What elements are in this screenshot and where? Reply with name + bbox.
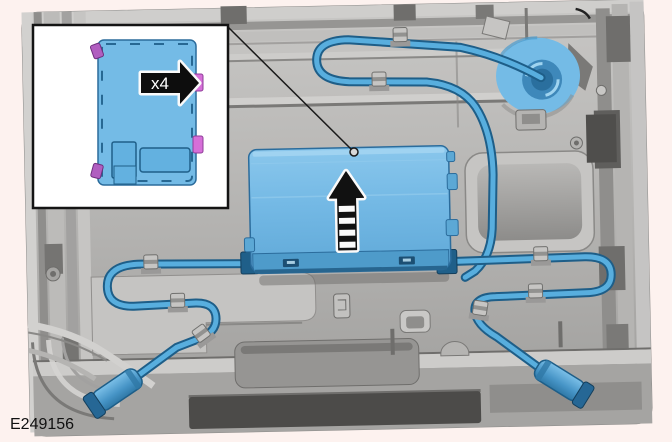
x4-arrow-icon: x4 [138, 59, 202, 107]
figure-id-label: E249156 [10, 416, 74, 433]
inset-module-connector [113, 165, 137, 185]
roof-clip [220, 5, 247, 25]
cable-clip [468, 299, 490, 322]
roof-clip [475, 4, 494, 20]
cable-clip [191, 323, 217, 349]
module-tab [243, 237, 256, 253]
hook-clip [333, 293, 351, 319]
bottom-recess [188, 391, 482, 430]
inset-detail-box: x4 [31, 23, 230, 210]
inset-module [89, 39, 204, 186]
cable-right [440, 246, 616, 409]
cable-connector-right [533, 359, 595, 409]
inset-module-connector [139, 147, 191, 173]
cable-clip [390, 27, 411, 47]
fastener-clip [192, 135, 204, 154]
cable-left [82, 254, 262, 419]
module-tab [446, 172, 458, 191]
cable-clip [140, 254, 162, 275]
fastener-clip [90, 162, 104, 180]
bracket [481, 15, 511, 40]
module-tab [445, 218, 459, 237]
cable-connector-left [82, 368, 143, 419]
leader-dot [349, 147, 359, 157]
roof-clip [393, 4, 416, 21]
cable-clip [525, 283, 546, 304]
module-assembly [240, 145, 459, 286]
removal-arrow-icon [326, 168, 367, 253]
cable-clip [369, 71, 390, 92]
cable-top [312, 27, 546, 282]
panel-recess-pocket [90, 272, 317, 356]
x4-label: x4 [151, 74, 169, 93]
cable-clip [167, 292, 188, 313]
fastener-clip [89, 42, 105, 60]
cable-clip [530, 246, 552, 266]
right-rails [593, 1, 652, 409]
module-tab [446, 151, 456, 163]
leader-line [227, 26, 353, 151]
